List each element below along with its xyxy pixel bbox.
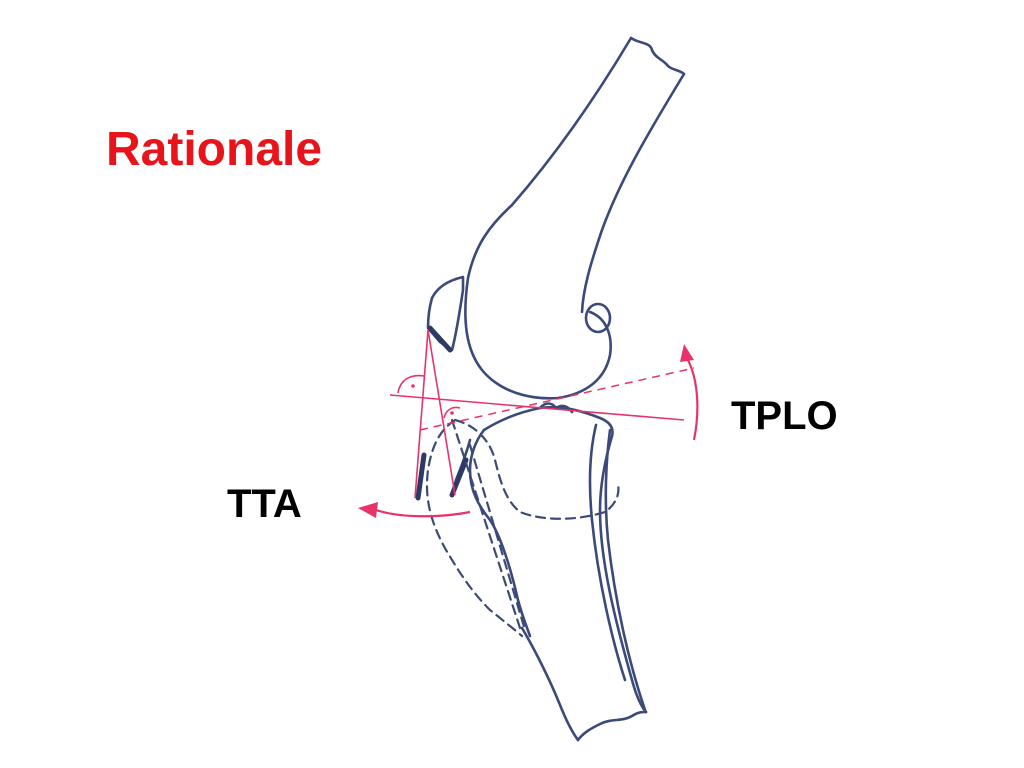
patellar-tendon-line-original	[414, 329, 429, 499]
femur-outline-front	[464, 36, 633, 400]
tta-label: TTA	[227, 482, 302, 526]
original-tibia-position	[415, 418, 620, 638]
tibial-plateau-line	[389, 394, 685, 421]
right-angle-marker-2	[443, 406, 461, 419]
biomechanics-lines	[389, 329, 695, 499]
tibial-crest	[468, 428, 532, 638]
original-cut-line-2	[468, 443, 527, 632]
tibia	[449, 402, 648, 742]
femur-top-cut	[629, 36, 686, 76]
right-angle-dot-1	[411, 384, 415, 388]
tibia-shaft-front	[520, 626, 580, 742]
patella-tendon-origin	[427, 325, 453, 353]
slide-title: Rationale	[106, 123, 323, 176]
fabella	[584, 302, 612, 334]
fibula-back	[604, 428, 647, 712]
right-angle-dot-2	[450, 411, 454, 415]
meniscus	[538, 402, 574, 414]
original-plateau-outline	[453, 418, 620, 520]
femur-outline-back	[580, 72, 686, 314]
original-cut-line	[450, 418, 522, 630]
right-angle-marker-1	[397, 374, 425, 394]
tibial-plateau-line-original	[419, 367, 695, 431]
patella	[426, 275, 465, 353]
tibia-shaft-back	[598, 434, 648, 714]
tta-arrow-head	[358, 502, 378, 518]
tplo-arrow-head	[680, 344, 694, 362]
femur	[464, 36, 686, 400]
tta-advancement-arrow	[358, 502, 471, 518]
tibia-bottom-cut	[576, 710, 648, 742]
patella-outline	[426, 275, 465, 352]
fibula-front	[588, 423, 627, 682]
tplo-arrow-curve	[687, 359, 699, 441]
tuberosity-cut-original	[415, 452, 427, 501]
original-crest-outline	[425, 418, 524, 638]
patellar-tendon-line	[427, 329, 456, 496]
tta-arrow-curve	[375, 508, 471, 518]
tplo-rotation-arrow	[680, 344, 699, 441]
tplo-label: TPLO	[731, 394, 838, 438]
